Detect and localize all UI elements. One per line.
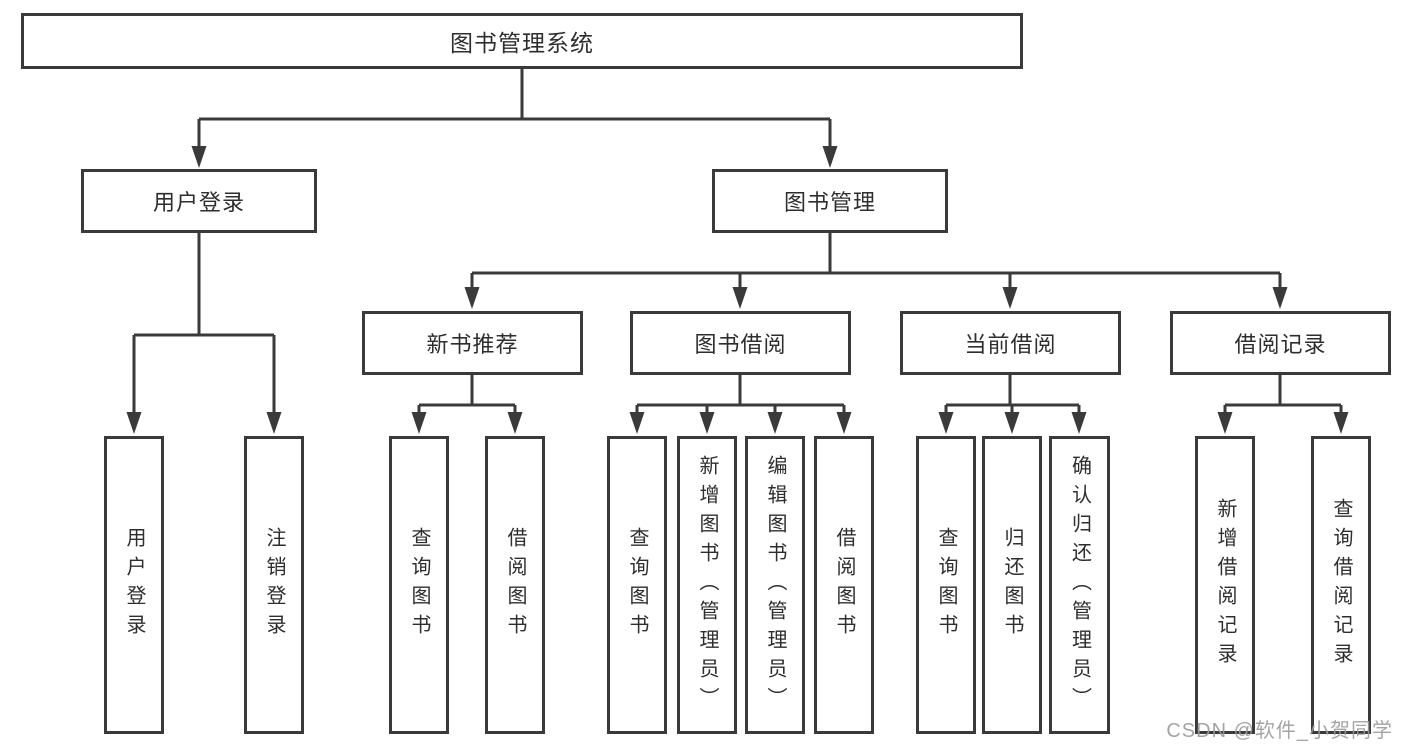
node-user-login: 用户登录: [81, 169, 317, 233]
leaf-label: 新增借阅记录: [1214, 498, 1236, 672]
node-book-borrowing: 图书借阅: [630, 311, 851, 375]
node-library-management-system: 图书管理系统: [21, 13, 1023, 69]
leaf-label: 归还图书: [1001, 527, 1023, 643]
node-borrowing-records: 借阅记录: [1170, 311, 1391, 375]
leaf-add-borrow-record: 新增借阅记录: [1195, 436, 1255, 734]
leaf-borrow-books-recommend: 借阅图书: [485, 436, 545, 734]
leaf-label: 用户登录: [123, 527, 145, 643]
leaf-label: 借阅图书: [833, 527, 855, 643]
leaf-label: 查询图书: [626, 527, 648, 643]
leaf-label: 新增图书（管理员）: [696, 454, 718, 716]
leaf-query-books-current: 查询图书: [916, 436, 976, 734]
node-book-management: 图书管理: [712, 169, 948, 233]
leaf-label: 注销登录: [263, 527, 285, 643]
leaf-label: 编辑图书（管理员）: [764, 454, 786, 716]
leaf-query-books-recommend: 查询图书: [389, 436, 449, 734]
node-new-book-recommendation: 新书推荐: [362, 311, 583, 375]
leaf-user-login: 用户登录: [104, 436, 164, 734]
leaf-query-borrow-record: 查询借阅记录: [1311, 436, 1371, 734]
leaf-add-books-admin: 新增图书（管理员）: [677, 436, 737, 734]
leaf-return-books: 归还图书: [982, 436, 1042, 734]
leaf-label: 查询借阅记录: [1330, 498, 1352, 672]
leaf-label: 借阅图书: [504, 527, 526, 643]
leaf-logout: 注销登录: [244, 436, 304, 734]
leaf-confirm-return-admin: 确认归还（管理员）: [1049, 436, 1110, 734]
csdn-watermark: CSDN @软件_小贺同学: [1166, 720, 1393, 742]
leaf-query-books-borrow: 查询图书: [607, 436, 667, 734]
leaf-borrow-books: 借阅图书: [814, 436, 874, 734]
leaf-label: 查询图书: [408, 527, 430, 643]
leaf-label: 确认归还（管理员）: [1068, 454, 1091, 716]
node-current-borrowing: 当前借阅: [900, 311, 1121, 375]
leaf-label: 查询图书: [935, 527, 957, 643]
leaf-edit-books-admin: 编辑图书（管理员）: [745, 436, 805, 734]
